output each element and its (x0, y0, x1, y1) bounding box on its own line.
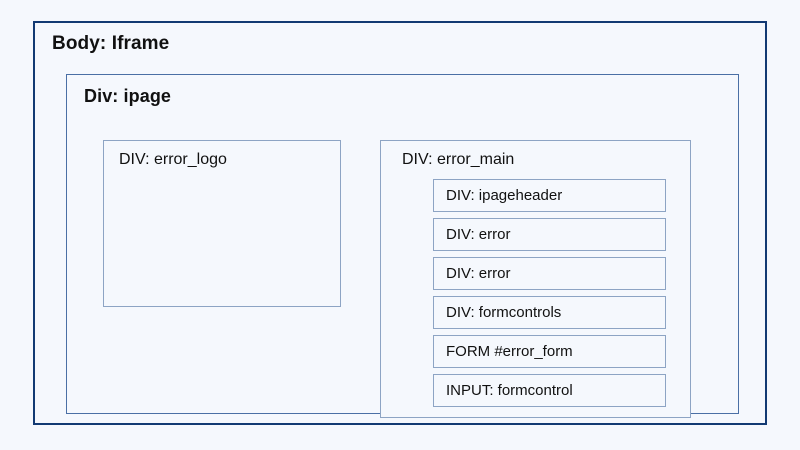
div-error-logo-label: DIV: error_logo (119, 151, 227, 168)
div-error-logo-container: DIV: error_logo (103, 140, 341, 307)
div-ipage-container: Div: ipage DIV: error_logo DIV: error_ma… (66, 74, 739, 418)
row-ipageheader-label: DIV: ipageheader (446, 187, 563, 204)
body-iframe-container: Body: Iframe Div: ipage DIV: error_logo … (33, 21, 767, 425)
row-error-1: DIV: error (433, 218, 666, 251)
row-formcontrols: DIV: formcontrols (433, 296, 666, 329)
row-error-2: DIV: error (433, 257, 666, 290)
row-ipageheader: DIV: ipageheader (433, 179, 666, 212)
row-formcontrols-label: DIV: formcontrols (446, 304, 562, 321)
row-error-2-label: DIV: error (446, 265, 511, 282)
row-input-formcontrol-label: INPUT: formcontrol (446, 382, 573, 399)
div-error-main-label: DIV: error_main (402, 151, 515, 168)
row-input-formcontrol: INPUT: formcontrol (433, 374, 666, 407)
error-main-row-list: DIV: ipageheader DIV: error DIV: error D… (433, 179, 666, 407)
div-error-main-container: DIV: error_main DIV: ipageheader DIV: er… (380, 140, 691, 418)
row-error-form: FORM #error_form (433, 335, 666, 368)
body-iframe-label: Body: Iframe (52, 33, 170, 54)
row-error-1-label: DIV: error (446, 226, 511, 243)
row-error-form-label: FORM #error_form (446, 343, 573, 360)
div-ipage-label: Div: ipage (84, 86, 172, 106)
